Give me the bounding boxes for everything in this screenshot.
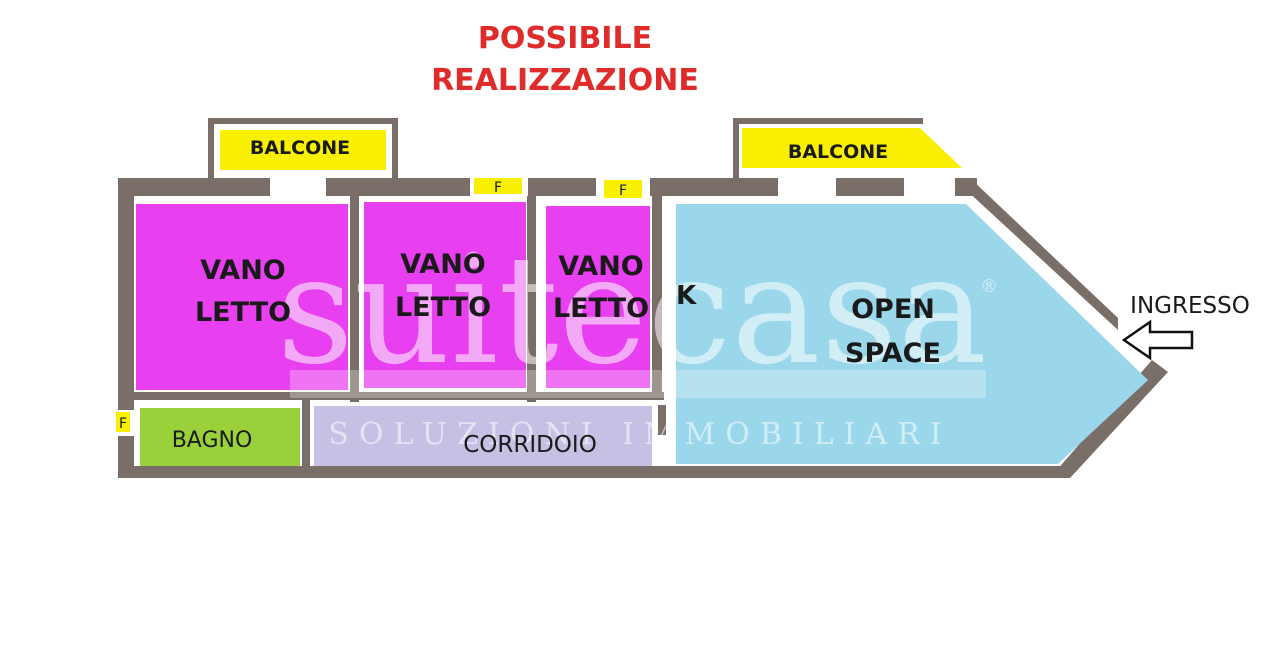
window-f3: [116, 412, 130, 432]
label-open-line1: OPEN: [851, 294, 935, 325]
plan-title: POSSIBILE REALIZZAZIONE: [340, 18, 790, 102]
wall-bottom: [118, 466, 1068, 478]
wall-corridor-end: [658, 405, 666, 435]
watermark-brand: suitecasa: [277, 224, 987, 398]
label-open-line2: SPACE: [845, 338, 941, 369]
wall-balcony-left-side-2: [392, 118, 398, 178]
label-window-f2: F: [619, 183, 627, 199]
wall-angled-bottom: [1050, 360, 1168, 478]
wall-left-upper: [118, 178, 134, 410]
label-vano1-line2: LETTO: [195, 297, 291, 328]
label-vano1-line1: VANO: [200, 255, 286, 286]
balcony-left: [220, 130, 386, 170]
wall-partition-1: [350, 196, 359, 402]
label-vano3-line2: LETTO: [553, 293, 649, 324]
label-bagno: BAGNO: [172, 428, 253, 453]
wall-top-3: [528, 178, 596, 196]
label-vano2-line1: VANO: [400, 249, 486, 280]
wall-top-4: [650, 178, 778, 196]
wall-balcony-right-side: [733, 118, 739, 178]
left-arrow-icon: [1121, 319, 1194, 361]
window-f2: [604, 180, 642, 198]
bedroom-1: [136, 204, 348, 390]
wall-balcony-right-top: [733, 118, 923, 124]
label-balcone-left: BALCONE: [250, 137, 350, 159]
wall-top-5: [836, 178, 904, 196]
walls: [118, 118, 1168, 478]
wall-balcony-left-top: [208, 118, 398, 124]
watermark-tagline: SOLUZIONI IMMOBILIARI: [328, 417, 951, 452]
wall-top-2: [326, 178, 470, 196]
corridor: [314, 406, 652, 466]
open-space-room: [676, 204, 1148, 464]
label-window-f3: F: [119, 416, 127, 432]
bedroom-3: [546, 206, 650, 388]
label-vano2-line2: LETTO: [395, 292, 491, 323]
wall-partition-3: [652, 196, 662, 396]
bathroom: [140, 408, 300, 466]
bedroom-2: [364, 202, 526, 388]
label-corridoio: CORRIDOIO: [463, 432, 597, 458]
title-line-1: POSSIBILE: [477, 21, 653, 56]
watermark-band: [290, 370, 986, 398]
title-line-2: REALIZZAZIONE: [431, 63, 699, 98]
wall-bagno-side: [302, 400, 310, 470]
label-kitchen: K: [676, 281, 697, 311]
watermark-registered: ®: [980, 276, 998, 297]
watermark: suitecasa ® SOLUZIONI IMMOBILIARI: [277, 224, 998, 452]
wall-top-1: [118, 178, 270, 196]
label-balcone-right: BALCONE: [788, 141, 888, 163]
label-vano3-line1: VANO: [558, 251, 644, 282]
balcony-right: [742, 128, 962, 168]
wall-partition-h: [134, 392, 664, 400]
wall-angled-top: [964, 178, 1118, 330]
wall-partition-2: [527, 196, 536, 402]
label-window-f1: F: [494, 180, 502, 196]
window-f1: [474, 178, 522, 194]
wall-balcony-left-side: [208, 118, 214, 178]
label-ingresso: INGRESSO: [1130, 293, 1250, 319]
